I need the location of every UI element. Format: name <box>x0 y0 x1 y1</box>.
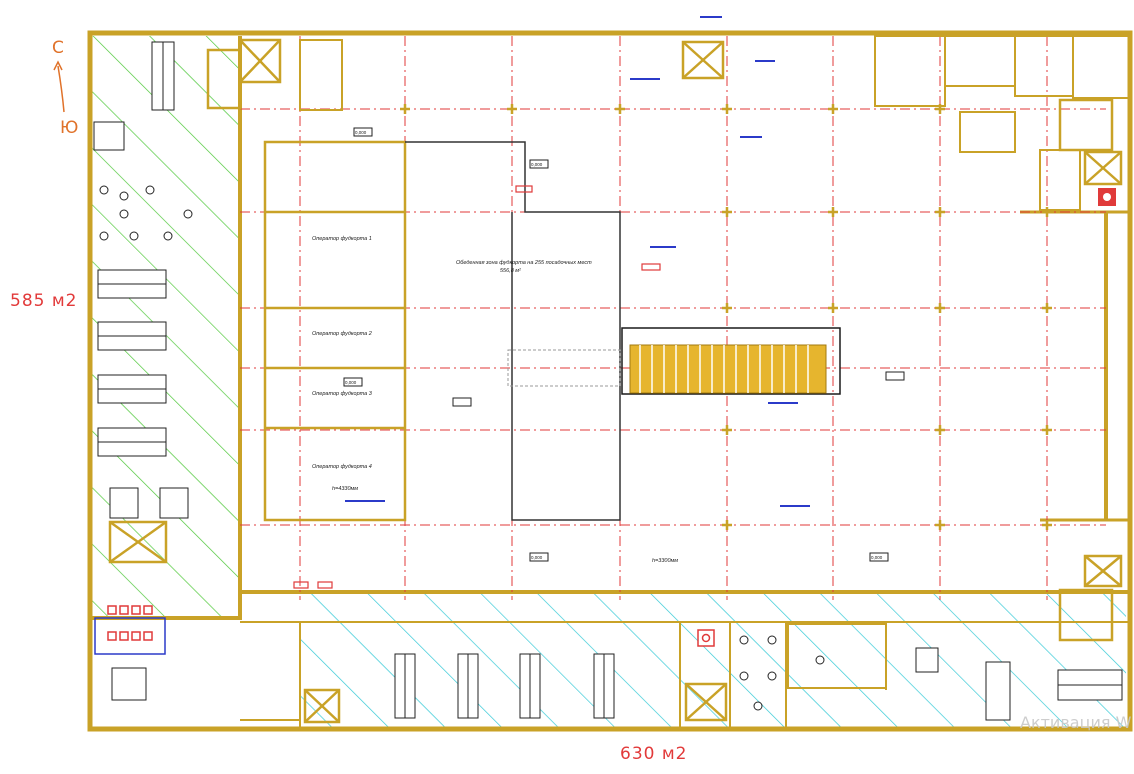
operator-2-label: Оператор фудкорта 2 <box>312 331 372 337</box>
desks-left <box>93 41 189 701</box>
level-1: 0,000 <box>531 162 543 167</box>
level-4: 0,000 <box>531 555 543 560</box>
columns <box>400 104 1052 530</box>
accessible-icon <box>697 188 1116 647</box>
desks-bottom <box>394 647 1123 721</box>
level-markers <box>343 127 905 562</box>
level-5: 0,000 <box>871 555 883 560</box>
left-wing-area: 585 м2 <box>10 291 78 311</box>
main-hall-area: 556,8 м² <box>500 268 521 274</box>
compass-arrow <box>53 60 65 113</box>
main-hall-label: Обеденная зона фудкорта на 255 посадочны… <box>456 260 592 266</box>
outer-wall <box>87 30 1133 732</box>
watermark: Активация W <box>1020 713 1132 732</box>
grid-lines <box>240 36 1106 600</box>
operator-3-label: Оператор фудкорта 3 <box>312 391 373 397</box>
stair-cores <box>108 38 1123 724</box>
compass-south: Ю <box>60 118 79 138</box>
level-2: 0,000 <box>355 130 367 135</box>
bottom-wing-area: 630 м2 <box>620 744 688 764</box>
level-3: 0,000 <box>345 380 357 385</box>
operator-kiosks <box>263 140 407 522</box>
escalator <box>629 344 827 394</box>
atrium <box>405 141 841 521</box>
operator-4-label: Оператор фудкорта 4 <box>312 464 372 470</box>
height-a-label: h=4330мм <box>332 486 358 492</box>
operator-1-label: Оператор фудкорта 1 <box>312 236 372 242</box>
compass-north: С <box>52 38 64 58</box>
height-b-label: h=3300мм <box>652 558 678 564</box>
